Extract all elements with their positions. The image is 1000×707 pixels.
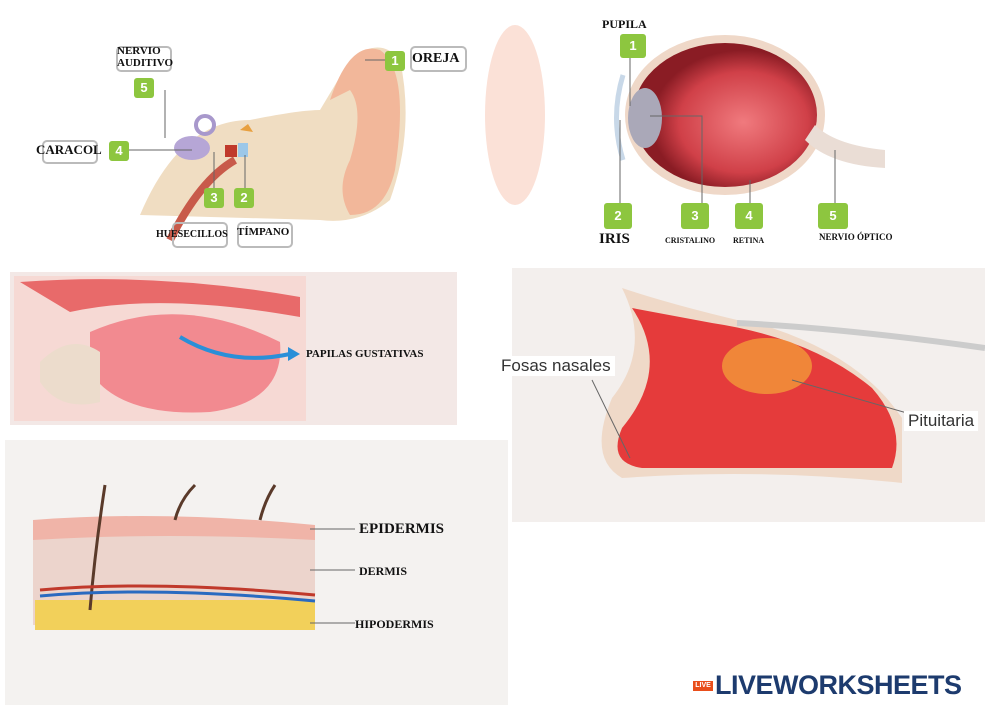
skin-illustration xyxy=(33,483,355,630)
ear-number-4: 4 xyxy=(109,141,129,161)
label-pupila: PUPILA xyxy=(602,17,647,31)
tongue-illustration xyxy=(14,276,306,421)
eye-number-4: 4 xyxy=(735,203,763,229)
nose-diagram xyxy=(512,268,985,522)
answer-box-oreja[interactable] xyxy=(410,46,467,72)
label-dermis: DERMIS xyxy=(359,564,408,578)
ear-illustration xyxy=(120,47,406,242)
eye-number-3: 3 xyxy=(681,203,709,229)
logo-text: LIVEWORKSHEETS xyxy=(715,670,962,700)
liveworksheets-logo: LIVE LIVEWORKSHEETS xyxy=(693,670,962,701)
label-cristalino: CRISTALINO xyxy=(665,236,716,245)
label-oreja: OREJA xyxy=(412,51,460,66)
label-fosas-nasales: Fosas nasales xyxy=(497,356,615,376)
answer-box-timpano[interactable] xyxy=(237,222,293,248)
ear-number-1: 1 xyxy=(385,51,405,71)
label-nervio-auditivo: NERVIO AUDITIVO xyxy=(117,45,174,69)
answer-box-nervio-auditivo[interactable] xyxy=(116,46,172,72)
label-timpano: TÍMPANO xyxy=(237,226,290,238)
eye-number-2: 2 xyxy=(604,203,632,229)
skin-diagram xyxy=(5,440,508,705)
label-nervio-optico: NERVIO ÓPTICO xyxy=(819,232,893,242)
label-caracol: CARACOL xyxy=(36,142,102,157)
answer-box-huesecillos[interactable] xyxy=(172,222,228,248)
label-pituitaria: Pituitaria xyxy=(904,411,979,431)
eye-illustration xyxy=(485,25,885,205)
nose-illustration xyxy=(591,288,985,483)
label-retina: RETINA xyxy=(733,236,765,245)
ear-number-5: 5 xyxy=(134,78,154,98)
ear-diagram xyxy=(20,0,480,255)
eye-diagram xyxy=(485,0,1000,255)
label-iris: IRIS xyxy=(599,231,630,247)
answer-box-caracol[interactable] xyxy=(42,140,98,164)
label-epidermis: EPIDERMIS xyxy=(359,521,445,537)
eye-number-5: 5 xyxy=(818,203,848,229)
ear-number-2: 2 xyxy=(234,188,254,208)
label-hipodermis: HIPODERMIS xyxy=(355,617,434,631)
label-papilas-gustativas: PAPILAS GUSTATIVAS xyxy=(306,348,424,360)
ear-number-3: 3 xyxy=(204,188,224,208)
tongue-diagram xyxy=(10,272,457,425)
eye-number-1: 1 xyxy=(620,34,646,58)
label-huesecillos: HUESECILLOS xyxy=(156,229,228,240)
logo-badge: LIVE xyxy=(693,680,713,691)
